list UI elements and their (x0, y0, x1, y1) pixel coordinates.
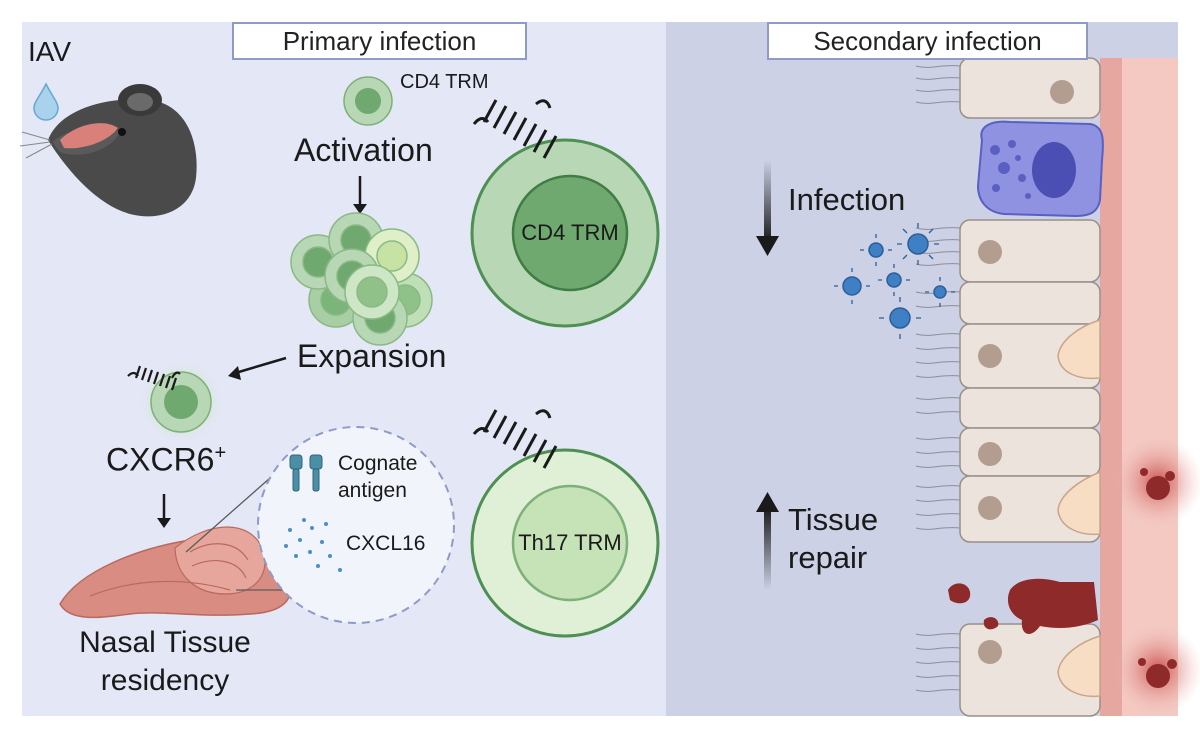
cognate-antigen-label: Cognate antigen (338, 450, 417, 504)
infected-epithelial-cell (976, 120, 1104, 218)
zoom-circle (257, 426, 455, 624)
epithelial-nuclei (978, 80, 1074, 664)
cognate-antigen-line2: antigen (338, 479, 407, 502)
cxcr6-receptor-small-icon (127, 365, 181, 391)
primary-infection-title: Primary infection (232, 22, 527, 60)
goblet-cells (1057, 318, 1101, 698)
virus-particles (842, 233, 947, 329)
tissue-repair-arrow (764, 508, 771, 590)
damaged-cells (948, 578, 1098, 634)
iav-drop-icon (33, 82, 59, 121)
cxcr6-label: CXCR6+ (106, 443, 226, 476)
tissue-repair-line1: Tissue (788, 502, 879, 537)
nasal-tissue-illustration (59, 526, 291, 619)
cd4-trm-small-label: CD4 TRM (400, 71, 489, 93)
cxcr6-receptor-icon (472, 99, 558, 159)
tissue-repair-line2: repair (788, 540, 868, 575)
th17-trm-cell-label: Th17 TRM (518, 530, 622, 555)
cxcr6-text: CXCR6 (106, 441, 215, 478)
mouse-icon (19, 84, 197, 217)
tissue-repair-label: Tissue repair (788, 501, 878, 577)
cilia (915, 65, 961, 692)
basement-membrane (1100, 58, 1122, 716)
nasal-tissue-line1: Nasal Tissue (79, 626, 251, 659)
th17-trm-nucleus (511, 484, 629, 602)
cxcl16-dots (284, 518, 342, 572)
nasal-tissue-line2: residency (100, 664, 230, 697)
cd4-trm-cell-label: CD4 TRM (521, 220, 619, 245)
cognate-antigen-icon (289, 454, 323, 492)
secondary-infection-title: Secondary infection (767, 22, 1088, 60)
cd4-trm-nucleus (511, 174, 629, 292)
infection-arrow (764, 160, 771, 242)
infection-label: Infection (788, 182, 906, 217)
cxcl16-label: CXCL16 (346, 532, 426, 555)
blood-clots (1138, 468, 1177, 688)
expansion-arrow (231, 356, 287, 376)
iav-label: IAV (28, 36, 72, 67)
cognate-antigen-line1: Cognate (338, 452, 418, 475)
th17-receptor-icon (472, 409, 558, 469)
expansion-label: Expansion (297, 338, 447, 374)
cxcr6-superscript: + (214, 442, 227, 464)
expanded-cell-cluster (290, 212, 433, 346)
activation-label: Activation (294, 132, 433, 168)
nasal-tissue-label: Nasal Tissue residency (62, 624, 268, 700)
